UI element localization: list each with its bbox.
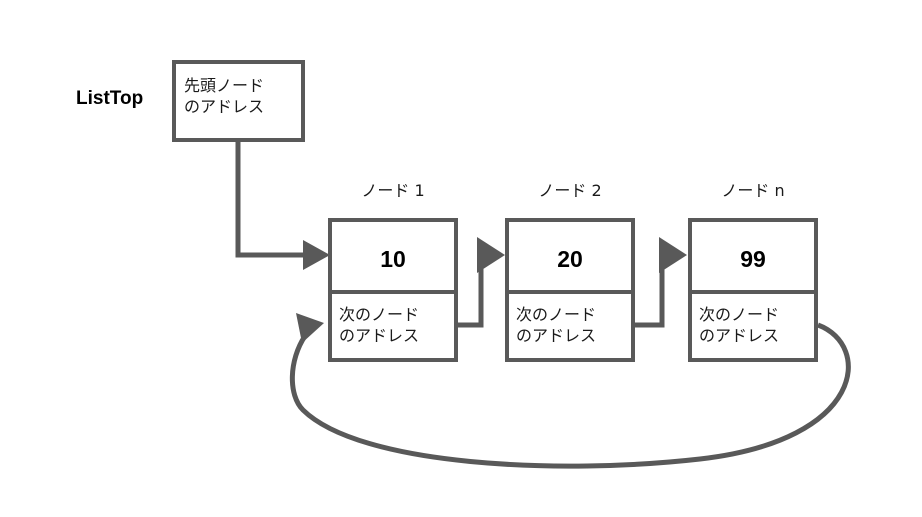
node-next-text-n-line1: 次のノード: [699, 305, 780, 324]
listtop-text-line2: のアドレス: [184, 97, 265, 116]
connector-node2-to-noden: [635, 237, 687, 328]
node-value-2: 20: [557, 246, 583, 272]
node-box-1: 10 次のノード のアドレス: [328, 218, 458, 362]
connector-noden-to-node1-loop: [289, 313, 851, 469]
node-next-text-n-line2: のアドレス: [699, 326, 780, 345]
listtop-box: 先頭ノード のアドレス: [172, 60, 305, 142]
node-box-2: 20 次のノード のアドレス: [505, 218, 635, 362]
node-next-text-1-line1: 次のノード: [339, 305, 420, 324]
node-cell-divider-n: [692, 290, 814, 294]
node-next-text-2-line2: のアドレス: [516, 326, 597, 345]
node-value-1: 10: [380, 246, 406, 272]
node-label-1: ノード 1: [361, 181, 425, 200]
listtop-label: ListTop: [76, 88, 144, 109]
node-cell-divider-1: [332, 290, 454, 294]
node-label-n: ノード n: [721, 181, 785, 200]
listtop-text-line1: 先頭ノード: [184, 76, 265, 95]
node-next-text-1-line2: のアドレス: [339, 326, 420, 345]
node-value-n: 99: [740, 246, 766, 272]
node-next-text-2-line1: 次のノード: [516, 305, 597, 324]
node-label-2: ノード 2: [538, 181, 602, 200]
node-box-n: 99 次のノード のアドレス: [688, 218, 818, 362]
connector-listtop-to-node1: [235, 142, 330, 270]
node-cell-divider-2: [509, 290, 631, 294]
connector-node1-to-node2: [458, 237, 505, 328]
